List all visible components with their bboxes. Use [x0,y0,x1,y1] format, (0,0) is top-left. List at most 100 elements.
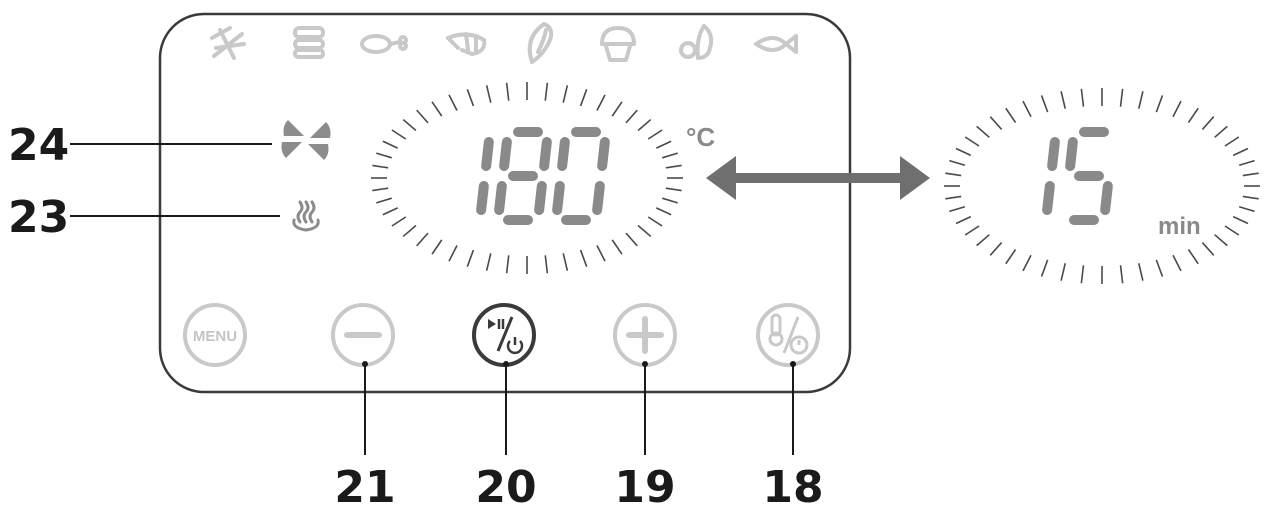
time-tick-40 [1172,100,1182,118]
minus-button[interactable] [331,303,395,367]
callout-dots [362,361,796,367]
time-tick-29 [976,125,990,138]
time-tick-34 [1060,91,1067,109]
temp-tick-31 [431,101,443,117]
menu-button[interactable]: MENU [183,303,247,367]
digit-0-segment-b [1047,137,1060,171]
temp-tick-45 [656,140,672,149]
time-tick-11 [1119,265,1124,284]
temperature-blink-ticks [371,82,683,274]
temp-tick-29 [402,118,417,132]
time-tick-37 [1119,88,1124,107]
temp-tick-15 [466,249,475,267]
temp-tick-25 [372,164,389,169]
start-pause-power-button[interactable] [472,303,536,367]
time-tick-32 [1022,100,1032,118]
digit-0-segment-c [1042,181,1055,215]
temp-tick-1 [665,187,682,192]
fish-fillet-icon [527,22,554,64]
temp-tick-9 [579,249,588,267]
shrimp-icon [446,32,487,56]
plus-button[interactable] [613,303,677,367]
heating-icon [292,200,320,232]
fan-icon [281,120,331,160]
digit-1-segment-f [499,137,512,171]
time-tick-3 [1232,215,1249,225]
temp-tick-10 [562,253,569,271]
time-tick-7 [1187,249,1199,265]
temp-tick-38 [562,85,569,103]
time-unit: min [1158,213,1201,240]
time-tick-28 [964,136,980,147]
digit-1-segment-e [494,181,507,215]
time-tick-16 [1022,254,1032,272]
plus-icon [626,316,664,354]
time-tick-21 [955,215,972,225]
time-tick-30 [989,116,1003,130]
time-tick-42 [1201,116,1215,130]
time-tick-25 [945,172,962,177]
callout-19: 19 [614,462,675,512]
time-tick-10 [1137,263,1144,281]
temp-tick-43 [637,118,652,132]
digit-1-segment-b [539,137,552,171]
time-tick-44 [1224,136,1240,147]
temp-tick-26 [376,152,393,159]
temp-tick-40 [596,94,606,111]
temp-tick-30 [416,109,429,124]
time-tick-18 [989,242,1003,256]
time-tick-22 [949,205,966,213]
time-digits [1042,127,1113,225]
temp-tick-20 [391,216,407,227]
digit-0-segment-c [476,181,489,215]
temp-tick-13 [505,255,510,274]
menu-button-label: MENU [193,328,237,345]
temp-tick-3 [656,207,672,216]
fish-icon [754,34,798,54]
program-icons-row [210,22,798,64]
temp-tick-21 [382,207,398,216]
digit-2-segment-b [597,137,610,171]
time-tick-38 [1137,91,1144,109]
toggle-display-arrow-icon [706,156,930,200]
temperature-time-button[interactable] [756,303,820,367]
temp-tick-39 [579,89,588,107]
time-tick-47 [1242,172,1259,177]
temp-tick-28 [391,129,407,140]
callout-lines [70,143,794,455]
time-tick-35 [1080,88,1085,107]
temp-tick-32 [448,94,458,111]
time-tick-9 [1155,259,1164,277]
temp-tick-22 [376,197,393,204]
digit-0-segment-b [481,137,494,171]
start-pause-power-icon [488,316,524,355]
temp-tick-17 [431,239,443,255]
temp-tick-41 [611,101,623,117]
time-tick-26 [949,159,966,167]
temperature-time-icon [768,313,809,355]
callout-23: 23 [8,192,69,243]
time-tick-23 [945,195,962,200]
callout-21: 21 [334,462,395,512]
digit-1-segment-f [1065,137,1078,171]
temp-tick-7 [611,239,623,255]
digit-2-segment-c [592,181,605,215]
digit-1-segment-c [1100,181,1113,215]
temp-tick-19 [402,224,417,238]
time-tick-19 [976,234,990,247]
digit-2-segment-e [552,181,565,215]
fries-icon [210,26,246,60]
time-tick-2 [1238,205,1255,213]
time-tick-13 [1080,265,1085,284]
temp-tick-5 [637,224,652,238]
time-blink-ticks [944,88,1260,284]
time-tick-45 [1232,147,1249,157]
time-tick-4 [1224,225,1240,236]
temp-tick-46 [661,152,678,159]
cake-icon [600,26,636,62]
vegetables-icon [679,24,714,60]
callout-18: 18 [762,462,823,512]
temp-tick-18 [416,232,429,247]
steak-icon [293,26,325,59]
